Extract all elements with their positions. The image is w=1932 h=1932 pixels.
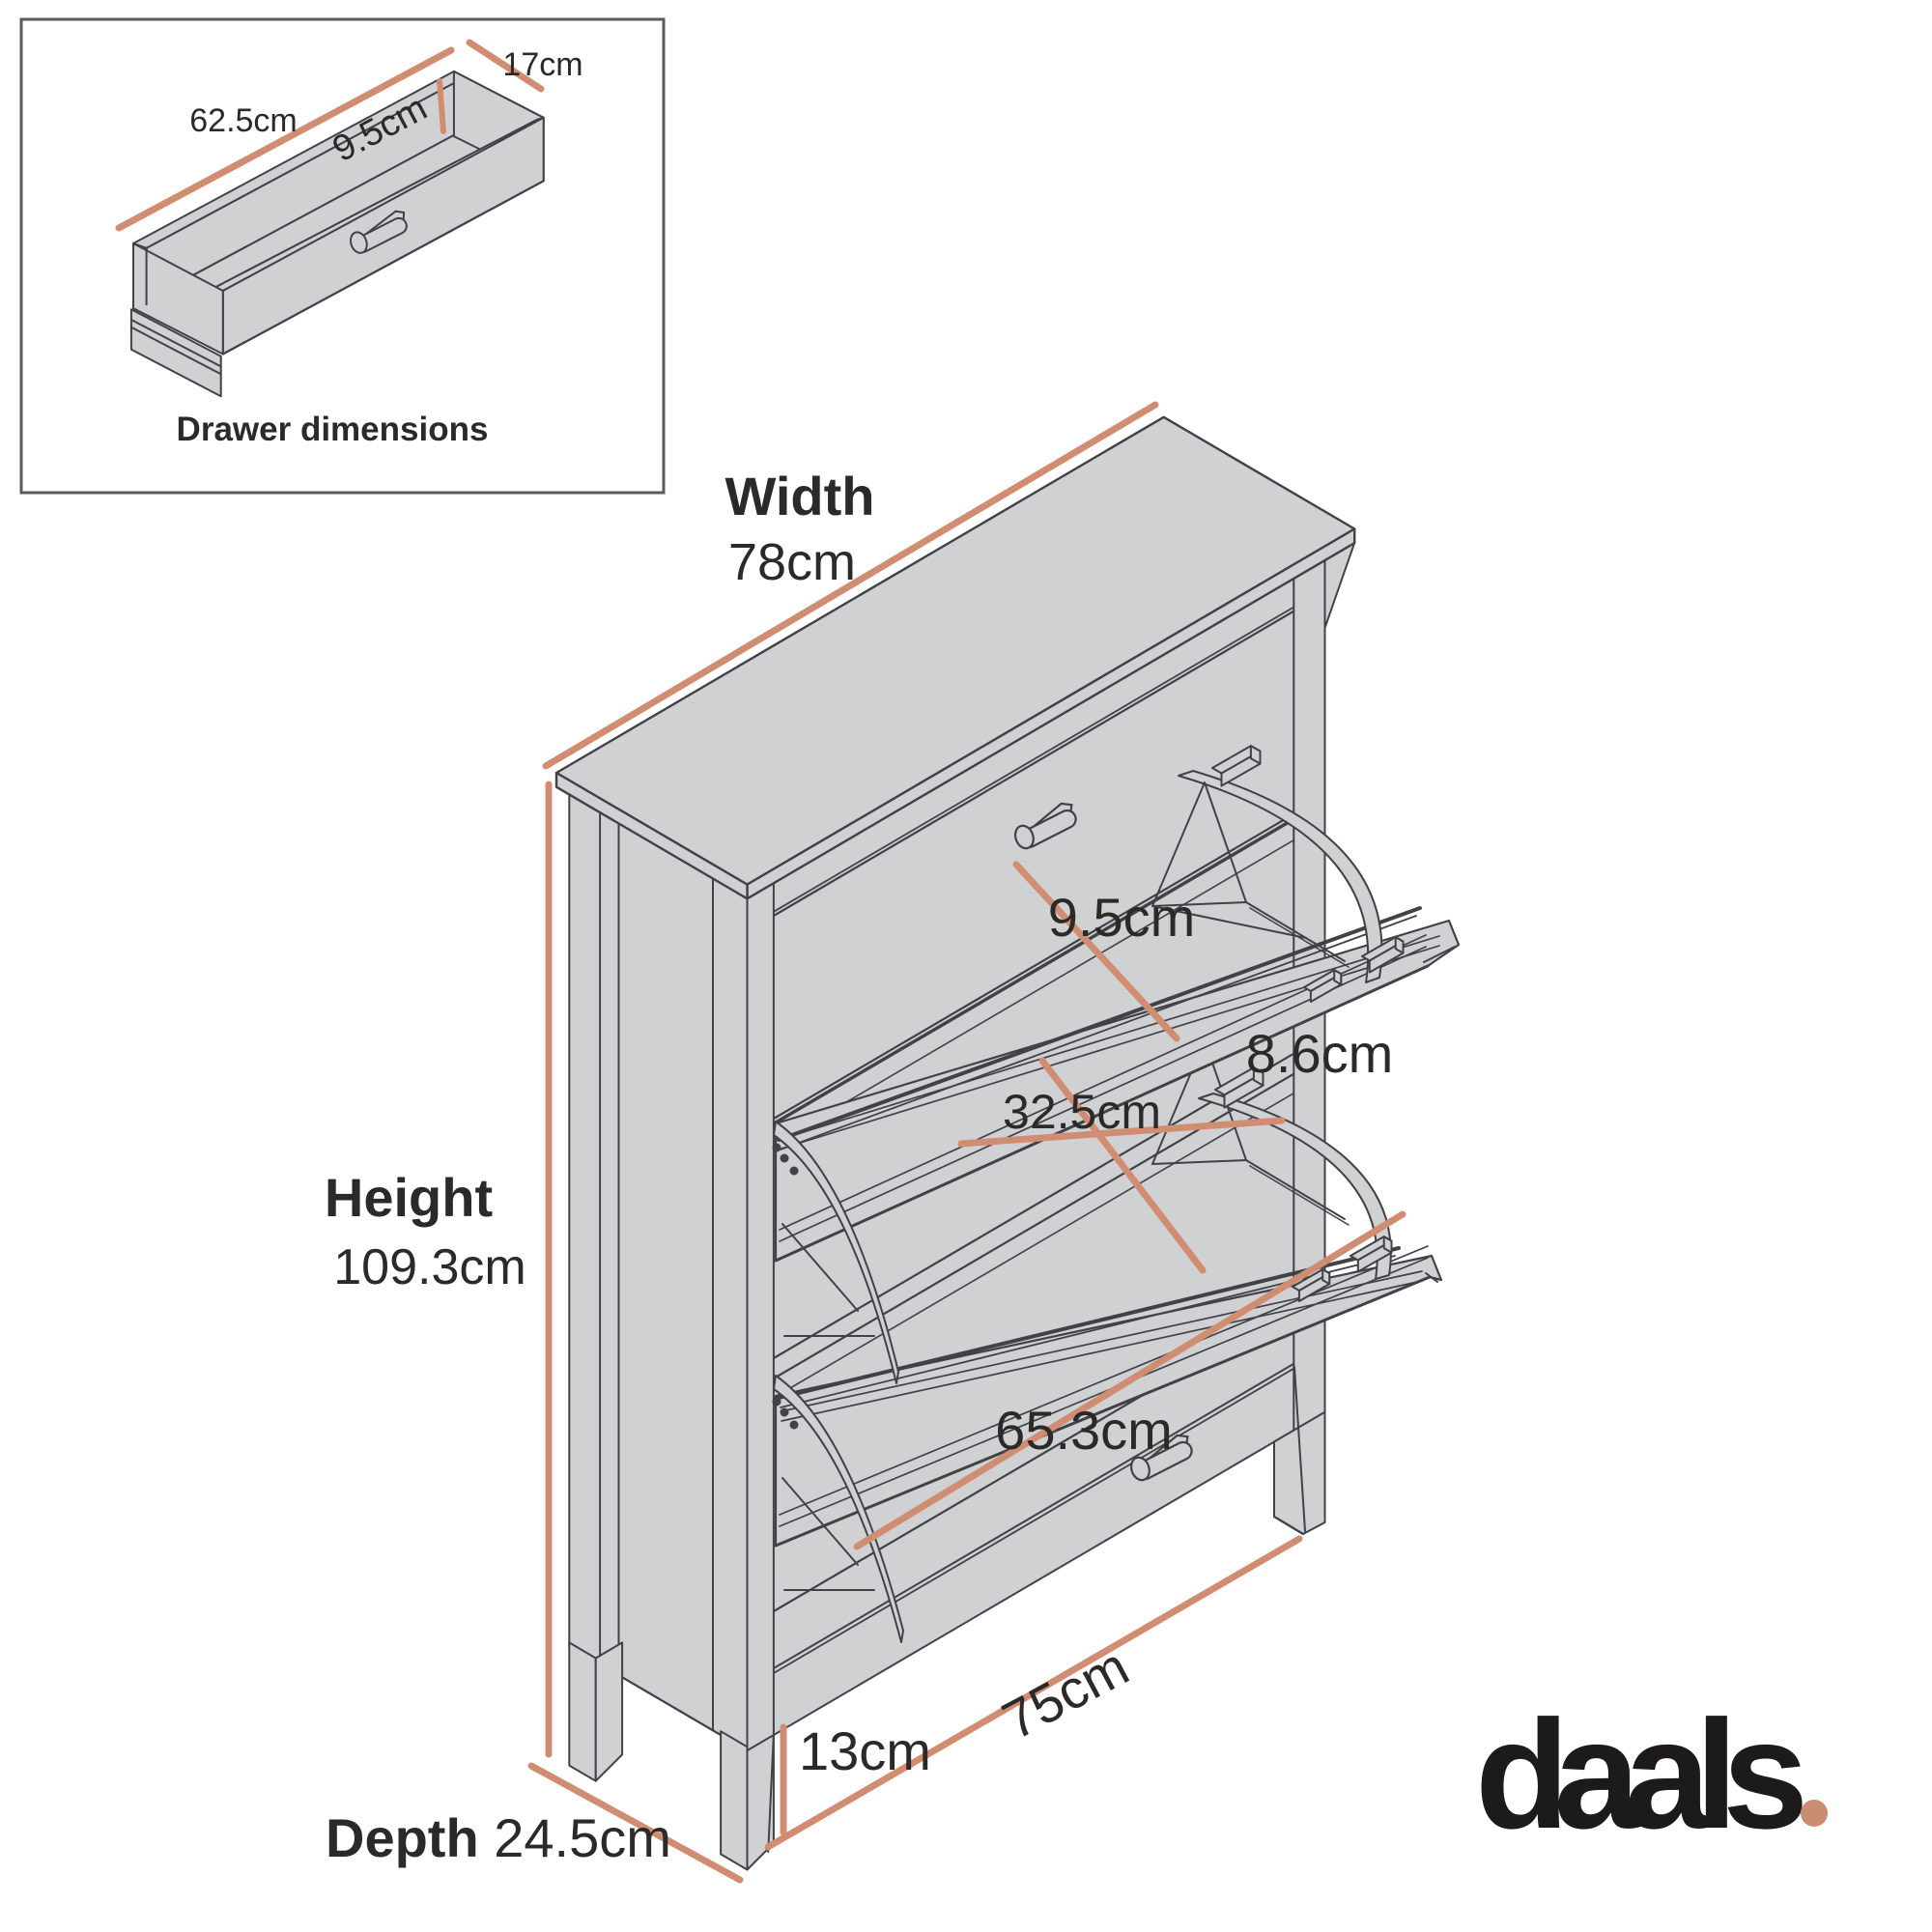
svg-text:17cm: 17cm [502, 46, 582, 83]
svg-text:13cm: 13cm [799, 1720, 931, 1781]
svg-text:Height: Height [325, 1167, 493, 1228]
svg-text:daals: daals [1475, 1688, 1803, 1861]
svg-text:Width: Width [725, 466, 875, 526]
svg-text:Drawer dimensions: Drawer dimensions [177, 411, 489, 448]
svg-text:78cm: 78cm [728, 533, 856, 591]
svg-text:62.5cm: 62.5cm [189, 102, 298, 139]
svg-text:32.5cm: 32.5cm [1003, 1085, 1161, 1139]
svg-text:9.5cm: 9.5cm [1048, 887, 1196, 948]
svg-text:65.3cm: 65.3cm [995, 1400, 1173, 1461]
svg-text:109.3cm: 109.3cm [333, 1239, 526, 1295]
svg-text:Depth 24.5cm: Depth 24.5cm [326, 1807, 671, 1868]
svg-text:8.6cm: 8.6cm [1246, 1023, 1394, 1084]
